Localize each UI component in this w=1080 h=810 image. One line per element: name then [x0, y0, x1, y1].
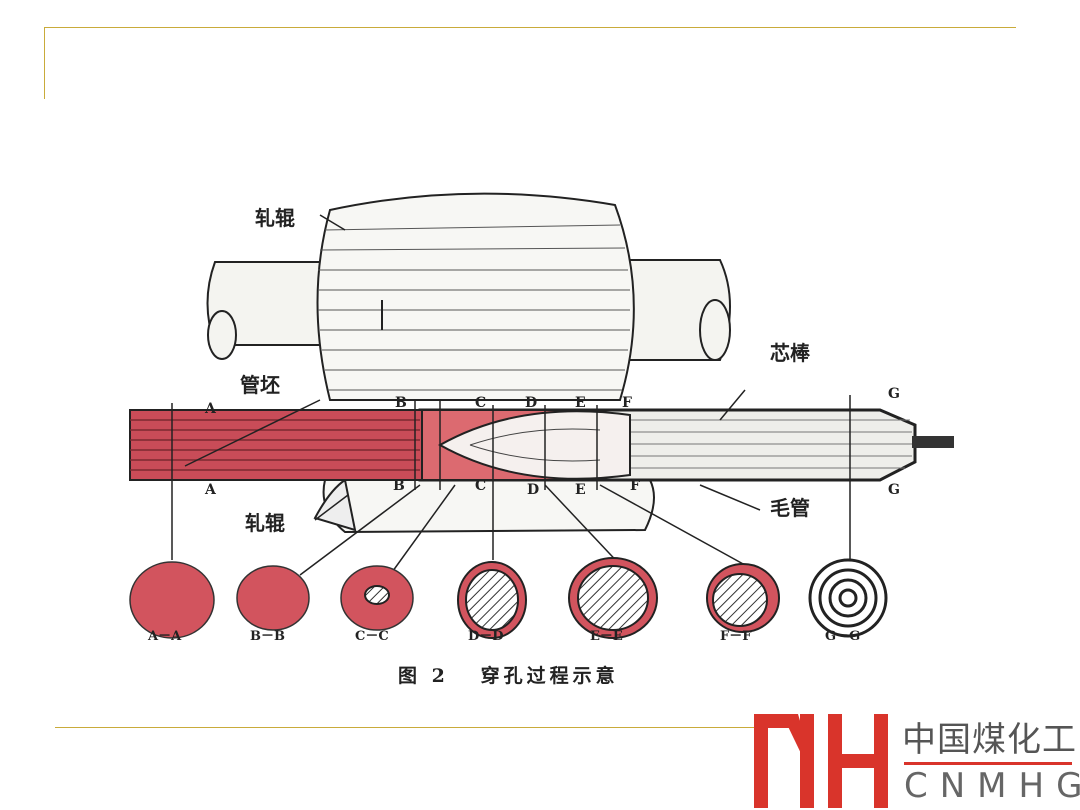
section-c-c [340, 565, 414, 631]
section-e-e [568, 557, 658, 639]
mark-e-bottom: E [575, 482, 586, 498]
section-f-f [706, 563, 780, 633]
roll-shaft-right [619, 259, 731, 361]
mark-d-top: D [525, 395, 537, 411]
roll-hatching [318, 224, 630, 391]
top-rule [44, 27, 1016, 28]
top-roll [316, 192, 635, 401]
section-a-a [129, 561, 215, 639]
logo-divider [904, 762, 1072, 765]
label-d-d: D－D [468, 629, 504, 644]
mark-g-bottom: G [888, 482, 900, 498]
mark-d-bottom: D [527, 482, 539, 498]
bottom-rule [55, 727, 760, 728]
mandrel-bar [912, 436, 954, 448]
section-g-g [808, 558, 888, 638]
figure-caption: 图 2 穿孔过程示意 [398, 664, 619, 687]
mark-e-top: E [575, 395, 586, 411]
cnmhg-logo: 中国煤化工 CNMHG [752, 708, 1080, 810]
mark-a-bottom: A [204, 482, 217, 498]
mark-g-top: G [888, 386, 900, 402]
section-d-d [457, 561, 527, 639]
left-rule [44, 27, 45, 99]
label-b-b: B－B [250, 629, 285, 644]
mark-f-bottom: F [630, 478, 640, 494]
label-a-a: A－A [147, 629, 182, 644]
label-c-c: C－C [355, 629, 389, 644]
mark-c-top: C [475, 395, 486, 411]
mark-a-top: A [204, 401, 217, 417]
piercing-plug [437, 410, 631, 480]
mark-f-top: F [622, 395, 632, 411]
section-labels: A－A B－B C－C D－D E－E F－F G－G [147, 629, 860, 644]
label-g-g: G－G [825, 629, 860, 644]
label-billet: 管坯 [240, 373, 280, 397]
mark-c-bottom: C [475, 478, 486, 494]
label-roll-bottom: 轧辊 [245, 511, 285, 535]
label-roll-top: 轧辊 [255, 206, 295, 230]
logo-chinese-text: 中国煤化工 [902, 720, 1077, 760]
section-marks: A A B B C C D D E E F F G G [204, 386, 900, 498]
section-b-b [236, 565, 310, 631]
roll-shaft-left [206, 261, 321, 360]
mh-logo-mark [754, 714, 888, 808]
bottom-roll [322, 479, 655, 534]
mark-b-top: B [395, 395, 407, 411]
logo-english-text: CNMHG [904, 766, 1080, 806]
label-f-f: F－F [720, 629, 752, 644]
label-e-e: E－E [590, 629, 623, 644]
mark-b-bottom: B [393, 478, 405, 494]
label-mandrel: 芯棒 [770, 341, 811, 365]
label-shell: 毛管 [770, 496, 810, 520]
